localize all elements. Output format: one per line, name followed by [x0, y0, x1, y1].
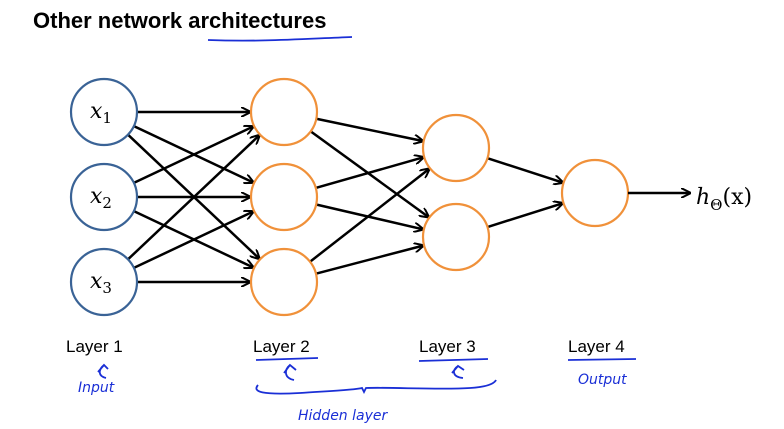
hidden-brace: [255, 379, 497, 395]
nodes: x1 x2 x3: [69, 77, 630, 317]
edge-l1n2-l2n1: [133, 127, 253, 185]
input-annotation: Input: [78, 380, 115, 396]
edge-l2n2-l3n1: [315, 157, 424, 190]
layer3-underline: [418, 358, 489, 362]
layer2-node-3: [249, 247, 319, 317]
edge-l2n1-l3n2: [309, 130, 429, 217]
output-label: hΘ(x): [696, 185, 752, 214]
edges: [127, 112, 563, 282]
layer2-node-1: [249, 77, 319, 147]
input-node-3: [69, 247, 139, 317]
title-text: Other network architectures: [33, 8, 327, 33]
layer3-node-2: [421, 202, 491, 272]
input-caret: [97, 363, 109, 379]
title-underline: [207, 36, 353, 42]
layer-label-3: Layer 3: [419, 337, 476, 356]
edge-l3n2-l4n1: [487, 203, 562, 229]
layer-label-2: Layer 2: [253, 337, 310, 356]
edge-l3n1-l4n1: [487, 156, 562, 182]
edge-l2n1-l3n1: [316, 117, 422, 141]
layer-label-4: Layer 4: [568, 337, 625, 356]
edge-l2n3-l3n1: [309, 169, 429, 263]
page-title: Other network architectures: [33, 8, 326, 34]
input-node-2: [69, 162, 139, 232]
input-node-label-2: x2: [90, 184, 112, 212]
output-annotation: Output: [578, 372, 627, 388]
edge-l1n3-l2n2: [133, 212, 253, 270]
annotations: [97, 357, 637, 395]
layer3-node-1: [421, 113, 491, 183]
layer4-node-1: [560, 158, 630, 228]
input-node-label-3: x3: [90, 269, 112, 297]
input-node-1: [69, 77, 139, 147]
layer2-caret: [283, 363, 297, 381]
layer3-caret: [451, 364, 465, 379]
edge-l2n3-l3n2: [315, 246, 423, 275]
layer2-underline: [255, 357, 319, 361]
edge-l1n3-l2n1: [127, 135, 259, 261]
input-node-label-1: x1: [90, 99, 112, 127]
layer-label-1: Layer 1: [66, 337, 123, 356]
hidden-layer-annotation: Hidden layer: [298, 408, 388, 424]
layer4-underline: [567, 358, 637, 361]
layer2-node-2: [249, 162, 319, 232]
